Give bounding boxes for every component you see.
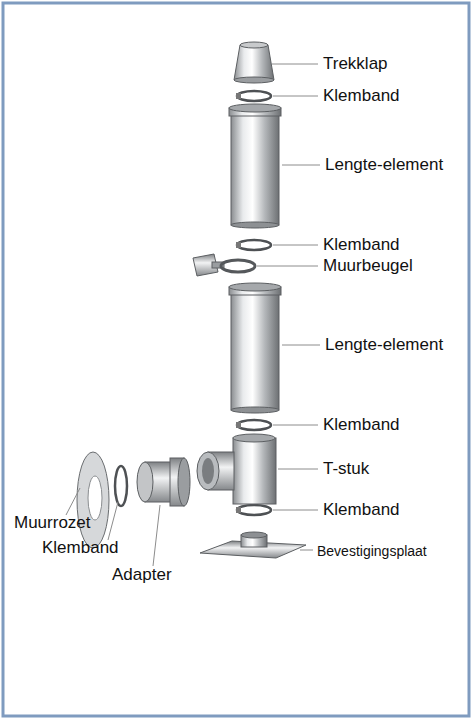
pipe-section (229, 283, 281, 413)
part-label: Trekklap (323, 54, 388, 74)
clamp-ring (115, 466, 127, 506)
leader-line (300, 550, 313, 551)
wall-rosette (77, 452, 109, 548)
frame (3, 3, 469, 716)
wall-bracket (193, 254, 255, 276)
leader-line (273, 245, 318, 246)
tee-piece (197, 434, 276, 504)
part-label: Klemband (323, 500, 400, 520)
leader-line (272, 64, 318, 65)
leader-line (273, 510, 318, 511)
leader-line (108, 502, 118, 540)
part-label: Klemband (323, 415, 400, 435)
pipe-section (229, 104, 281, 228)
part-label: T-stuk (323, 459, 369, 479)
leader-line (278, 469, 318, 470)
clamp-ring (236, 505, 271, 515)
part-label: Bevestigingsplaat (317, 541, 427, 561)
leader-line (273, 96, 318, 97)
part-label: Klemband (323, 86, 400, 106)
part-label: Klemband (323, 235, 400, 255)
leader-line (282, 345, 320, 346)
leader-line (282, 165, 320, 166)
part-label: Adapter (112, 565, 172, 585)
part-label: Muurrozet (14, 513, 91, 533)
part-label: Muurbeugel (323, 256, 413, 276)
part-label: Lengte-element (325, 155, 443, 175)
mounting-plate (200, 532, 306, 558)
part-label: Lengte-element (325, 335, 443, 355)
leader-line (273, 425, 318, 426)
part-label: Klemband (42, 538, 119, 558)
leader-line (66, 488, 80, 515)
clamp-ring (236, 91, 271, 101)
leader-lines (66, 64, 320, 566)
leader-line (153, 505, 160, 566)
clamp-ring (236, 240, 271, 250)
draft-cap (234, 42, 274, 83)
leader-line (257, 266, 318, 267)
clamp-ring (236, 420, 271, 430)
adapter (137, 458, 190, 506)
